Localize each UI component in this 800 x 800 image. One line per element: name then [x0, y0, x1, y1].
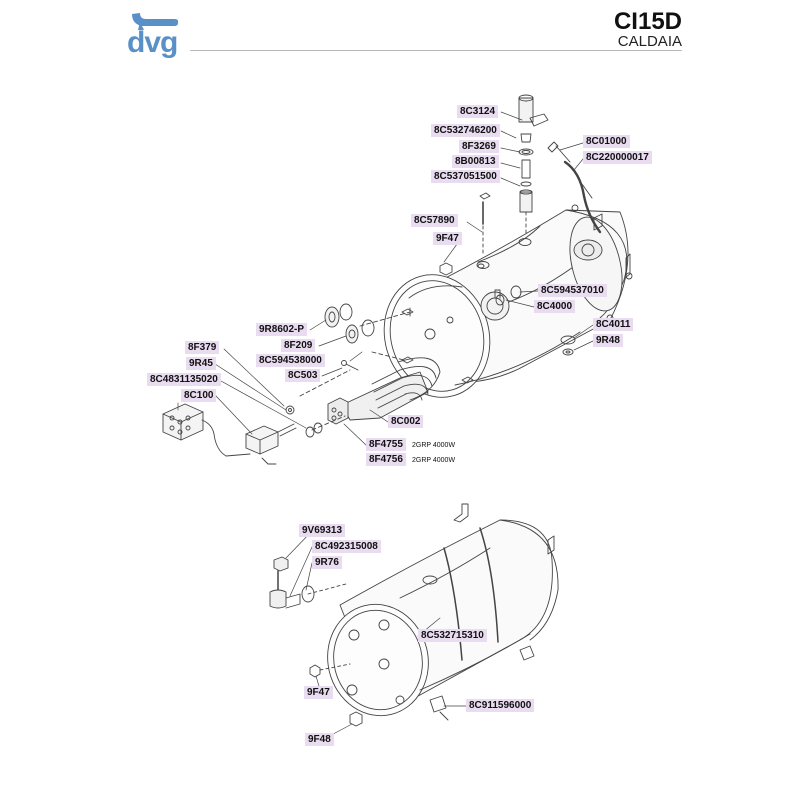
- part-label-8C532715310: 8C532715310: [418, 629, 487, 642]
- part-note-8F4756: 2GRP 4000W: [412, 457, 456, 464]
- part-label-8B00813: 8B00813: [452, 155, 499, 168]
- part-label-8F209: 8F209: [281, 339, 316, 352]
- part-label-8C4000: 8C4000: [534, 300, 576, 313]
- part-label-9R45: 9R45: [186, 357, 216, 370]
- part-label-8C3124: 8C3124: [457, 105, 499, 118]
- part-note-8F4755: 2GRP 4000W: [412, 442, 456, 449]
- part-label-8C594537010: 8C594537010: [538, 284, 607, 297]
- part-label-9V69313: 9V69313: [299, 524, 346, 537]
- dvg-logo-icon: [132, 13, 178, 30]
- part-label-8C503: 8C503: [285, 369, 321, 382]
- leader-lines: [177, 111, 594, 741]
- part-label-8C220000017: 8C220000017: [583, 151, 652, 164]
- part-label-8C492315008: 8C492315008: [312, 540, 381, 553]
- bottom-boiler-assembly: [269, 503, 559, 727]
- part-label-8C57890: 8C57890: [411, 214, 458, 227]
- section-title: CALDAIA: [617, 33, 682, 50]
- part-label-9F47-bottom: 9F47: [304, 686, 333, 699]
- part-label-9F48: 9F48: [305, 733, 334, 746]
- part-label-8C594538000: 8C594538000: [256, 354, 325, 367]
- header-divider: [190, 50, 682, 51]
- part-label-8C4011: 8C4011: [593, 318, 634, 331]
- part-label-8C532746200: 8C532746200: [431, 124, 500, 137]
- part-label-8C537051500: 8C537051500: [431, 170, 500, 183]
- part-label-9R76: 9R76: [312, 556, 342, 569]
- part-label-8F4756: 8F4756: [366, 453, 406, 466]
- part-label-9F47-top: 9F47: [433, 232, 462, 245]
- left-fittings: [285, 303, 411, 438]
- part-label-8C01000: 8C01000: [583, 135, 630, 148]
- part-label-8F379: 8F379: [185, 341, 220, 354]
- part-label-8C4831135020: 8C4831135020: [147, 373, 221, 386]
- pressure-switch: [162, 403, 297, 465]
- heating-element: [327, 357, 441, 425]
- model-title: CI15D: [613, 8, 682, 35]
- brand-logo-text: dvg: [127, 26, 178, 59]
- part-label-8C911596000: 8C911596000: [466, 699, 535, 712]
- part-label-8F3269: 8F3269: [459, 140, 499, 153]
- part-label-9R48: 9R48: [593, 334, 623, 347]
- top-fittings: [439, 94, 602, 356]
- part-label-8C100: 8C100: [181, 389, 217, 402]
- part-label-8C002: 8C002: [388, 415, 424, 428]
- part-label-8F4755: 8F4755: [366, 438, 406, 451]
- part-label-9R8602-P: 9R8602-P: [256, 323, 308, 336]
